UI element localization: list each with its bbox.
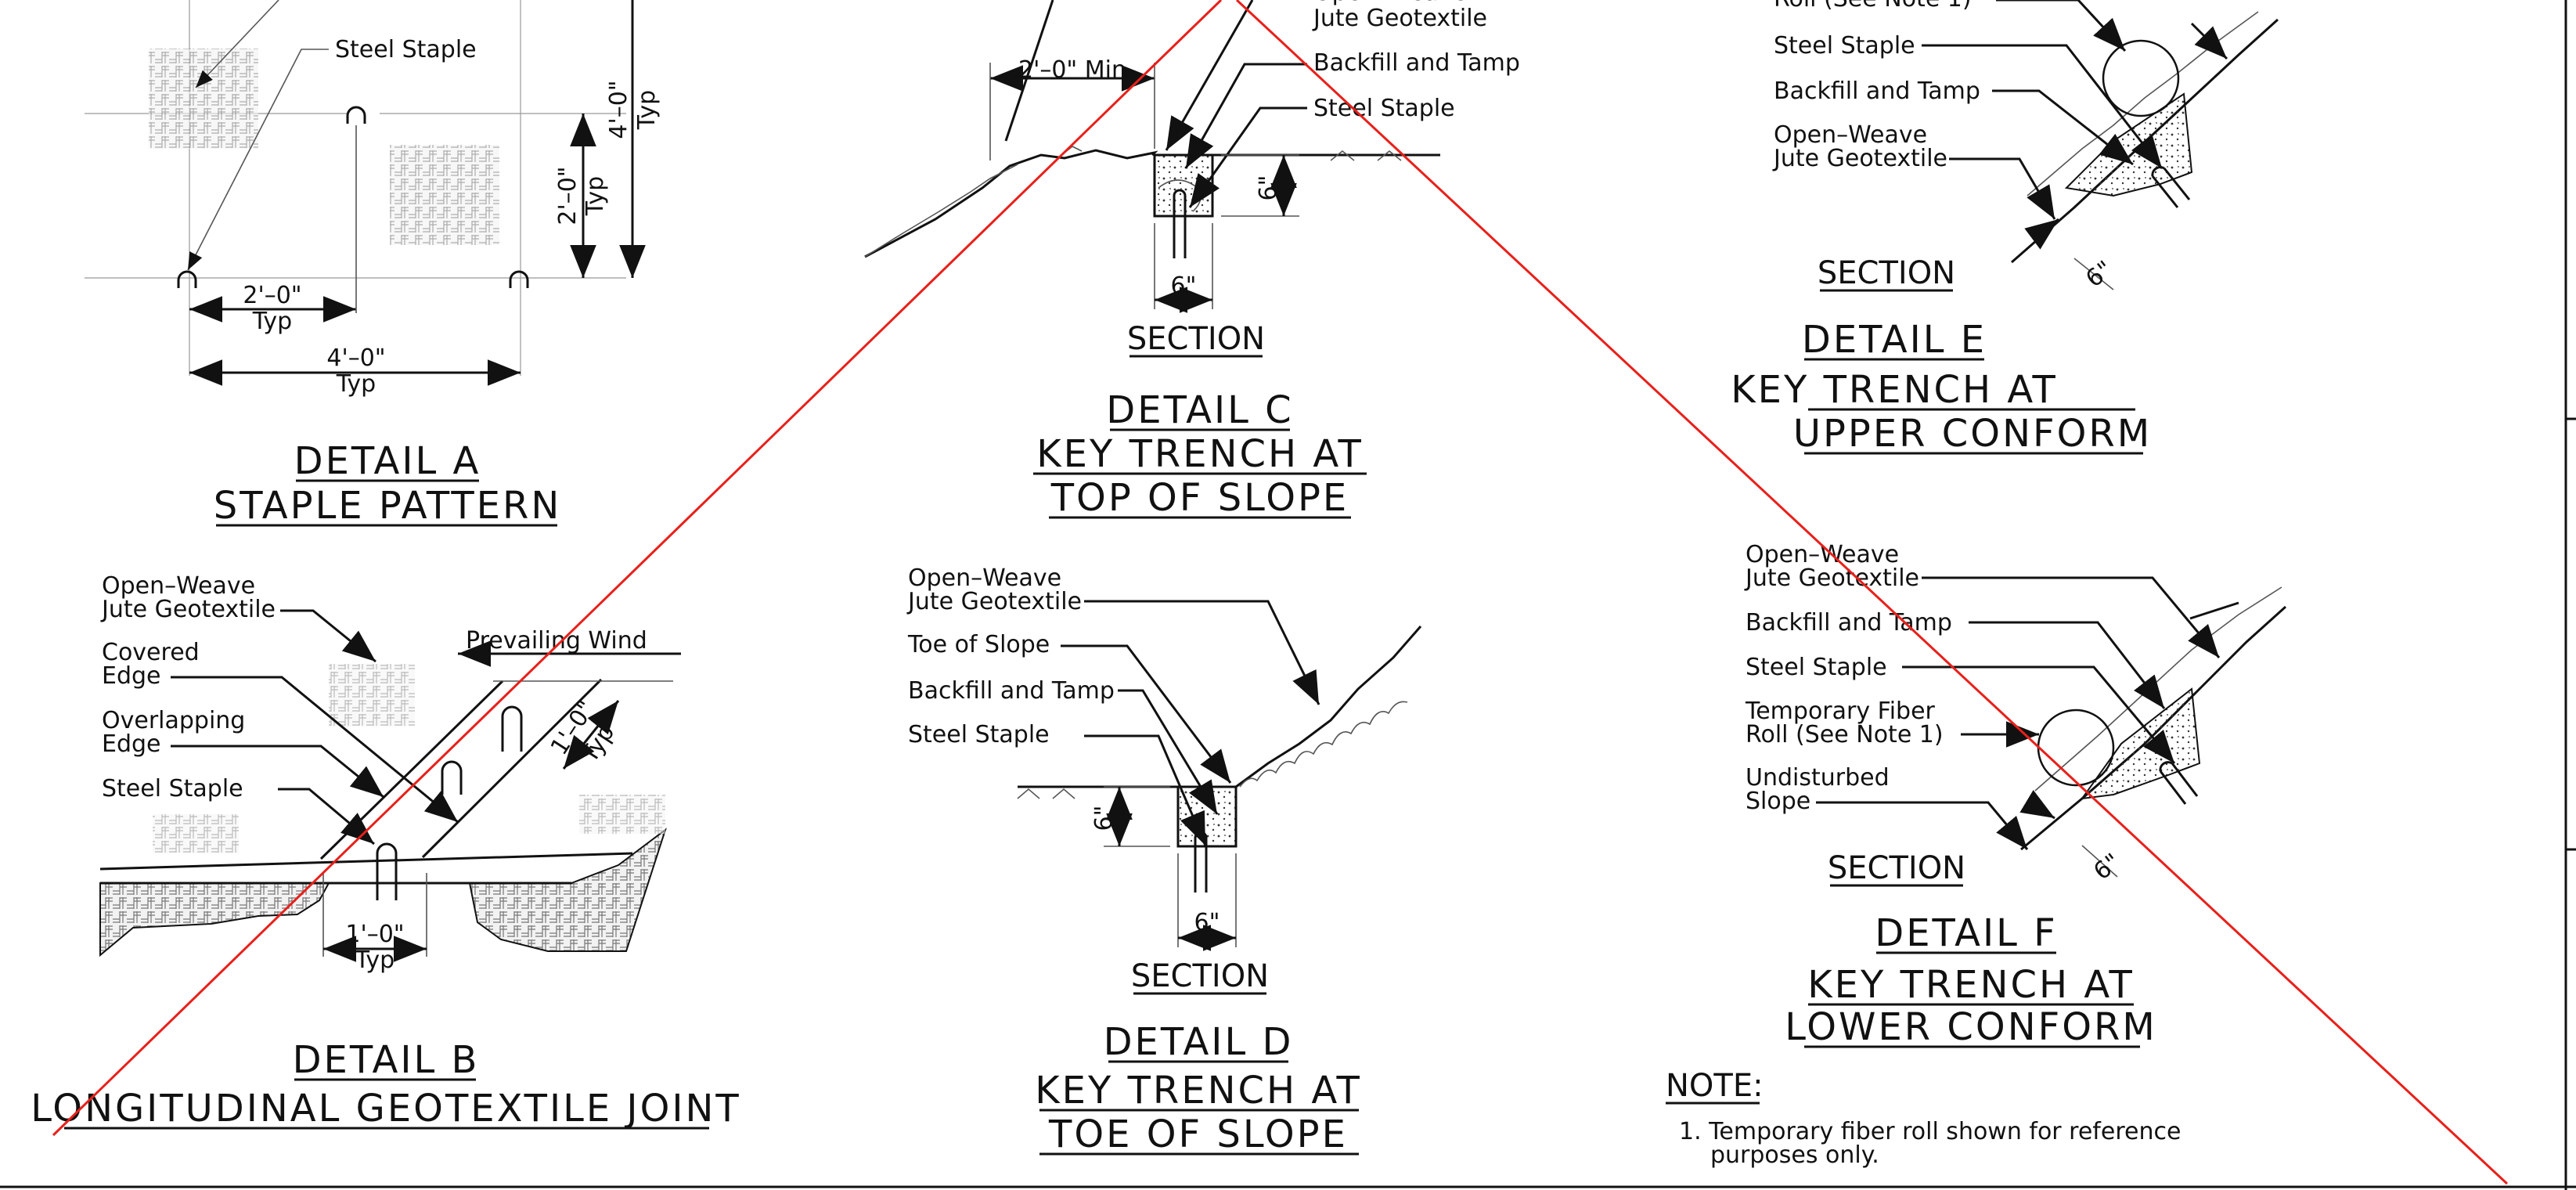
detail-c-title: DETAIL C bbox=[1106, 388, 1293, 432]
detail-b-overlap-callout-2: Edge bbox=[102, 730, 161, 758]
detail-f: Open–Weave Jute Geotextile Backfill and … bbox=[1744, 541, 2287, 1049]
detail-c-subtitle-1: KEY TRENCH AT bbox=[1036, 432, 1364, 476]
detail-d-toe-callout: Toe of Slope bbox=[907, 631, 1050, 658]
trench-backfill bbox=[2080, 687, 2201, 800]
detail-f-slope-callout-2: Slope bbox=[1746, 788, 1810, 815]
detail-f-staple-callout: Steel Staple bbox=[1746, 654, 1887, 681]
detail-e-section-label: SECTION bbox=[1818, 255, 1955, 291]
detail-b-title: DETAIL B bbox=[293, 1038, 480, 1082]
detail-a-dim-2ft: 2'–0" bbox=[243, 282, 301, 309]
detail-d-section-label: SECTION bbox=[1131, 958, 1269, 994]
detail-e-backfill-callout: Backfill and Tamp bbox=[1774, 78, 1980, 105]
detail-f-title: DETAIL F bbox=[1875, 911, 2057, 955]
detail-e-jute-callout-2: Jute Geotextile bbox=[1772, 145, 1947, 172]
detail-d-subtitle-1: KEY TRENCH AT bbox=[1035, 1069, 1362, 1112]
detail-c-dim-width: 6" bbox=[1171, 272, 1197, 300]
detail-a-dim-vert-2ft: 2'–0" bbox=[554, 166, 582, 225]
detail-f-jute-callout-2: Jute Geotextile bbox=[1744, 564, 1919, 592]
detail-e-title: DETAIL E bbox=[1802, 318, 1987, 362]
detail-d-subtitle-2: TOE OF SLOPE bbox=[1048, 1112, 1348, 1156]
detail-b-covered-callout-2: Edge bbox=[102, 662, 161, 690]
staple-icon bbox=[1173, 189, 1187, 258]
detail-a-dim-vert-4ft-typ: Typ bbox=[633, 90, 661, 130]
detail-a-subtitle: STAPLE PATTERN bbox=[214, 484, 562, 528]
detail-a-dim-4ft-typ: Typ bbox=[336, 370, 376, 398]
detail-f-roll-callout-1: Temporary Fiber bbox=[1745, 698, 1936, 725]
detail-a: Steel Staple 2'–0" Typ 4'–0" Typ 2'–0" T… bbox=[85, 0, 661, 528]
staple-icon bbox=[177, 106, 529, 288]
detail-e-subtitle-1: KEY TRENCH AT bbox=[1731, 368, 2058, 412]
detail-b-staple-callout: Steel Staple bbox=[102, 775, 243, 802]
detail-a-dim-2ft-typ: Typ bbox=[252, 308, 292, 335]
detail-f-backfill-callout: Backfill and Tamp bbox=[1746, 609, 1952, 636]
detail-f-subtitle-1: KEY TRENCH AT bbox=[1807, 963, 2135, 1007]
detail-c-section-label: SECTION bbox=[1127, 321, 1265, 357]
detail-b-wind-callout: Prevailing Wind bbox=[466, 627, 647, 654]
detail-b-dim-staple: 1'–0" bbox=[345, 921, 404, 948]
notes-heading: NOTE: bbox=[1666, 1068, 1764, 1104]
fiber-roll-icon bbox=[2037, 709, 2115, 787]
detail-d-jute-callout-2: Jute Geotextile bbox=[906, 588, 1082, 615]
detail-c-dim-depth: 6" bbox=[1255, 175, 1282, 201]
void-cross-lines bbox=[52, 0, 2509, 1185]
notes: NOTE: 1. Temporary fiber roll shown for … bbox=[1666, 1068, 2181, 1169]
detail-a-dim-vert-2ft-typ: Typ bbox=[582, 176, 609, 216]
detail-a-dim-vert-4ft: 4'–0" bbox=[605, 80, 632, 139]
detail-c-backfill-callout: Backfill and Tamp bbox=[1313, 49, 1520, 77]
geotextile-swatch-icon bbox=[149, 49, 499, 245]
detail-d: Open–Weave Jute Geotextile Toe of Slope … bbox=[906, 564, 1422, 1156]
note-1-line-1: 1. Temporary fiber roll shown for refere… bbox=[1679, 1118, 2181, 1145]
detail-b: Open–Weave Jute Geotextile Covered Edge … bbox=[31, 572, 741, 1130]
detail-b-subtitle: LONGITUDINAL GEOTEXTILE JOINT bbox=[31, 1087, 741, 1130]
detail-e-staple-callout: Steel Staple bbox=[1774, 32, 1915, 60]
detail-e: Roll (See Note 1) Steel Staple Backfill … bbox=[1731, 0, 2279, 456]
detail-f-section-label: SECTION bbox=[1828, 850, 1965, 886]
detail-c-dim-min: 2'–0" Min bbox=[1018, 56, 1126, 84]
detail-a-dim-4ft: 4'–0" bbox=[326, 344, 385, 372]
detail-d-dim-width: 6" bbox=[1194, 909, 1220, 936]
detail-c-jute-callout-1: Open–Weave bbox=[1313, 0, 1467, 6]
detail-b-jute-callout-1: Open–Weave bbox=[102, 572, 255, 600]
detail-f-subtitle-2: LOWER CONFORM bbox=[1785, 1005, 2157, 1049]
staple-icon bbox=[376, 705, 523, 900]
note-1-line-2: purposes only. bbox=[1710, 1141, 1879, 1169]
detail-c: 2'–0" Min Open–Weave Jute Geotextile Bac… bbox=[864, 0, 1520, 520]
detail-e-dim-depth: 6" bbox=[2081, 256, 2117, 294]
detail-e-jute-callout-1: Open–Weave bbox=[1774, 121, 1927, 149]
detail-c-staple-callout: Steel Staple bbox=[1313, 95, 1455, 122]
staple-icon bbox=[2151, 166, 2191, 208]
detail-d-backfill-callout: Backfill and Tamp bbox=[908, 677, 1115, 705]
fiber-roll-icon bbox=[2102, 39, 2180, 117]
detail-a-staple-callout: Steel Staple bbox=[335, 36, 477, 63]
detail-c-subtitle-2: TOP OF SLOPE bbox=[1050, 476, 1349, 520]
trench-backfill bbox=[1153, 153, 1214, 218]
detail-f-dim-depth: 6" bbox=[2088, 849, 2125, 886]
detail-d-staple-callout: Steel Staple bbox=[908, 721, 1050, 748]
detail-d-dim-depth: 6" bbox=[1090, 806, 1118, 831]
detail-f-roll-callout-2: Roll (See Note 1) bbox=[1746, 721, 1944, 748]
detail-c-jute-callout-2: Jute Geotextile bbox=[1312, 5, 1487, 32]
detail-b-dim-staple-typ: Typ bbox=[355, 947, 395, 974]
detail-b-overlap-callout-1: Overlapping bbox=[102, 707, 245, 734]
detail-b-covered-callout-1: Covered bbox=[102, 639, 200, 666]
detail-f-slope-callout-1: Undisturbed bbox=[1746, 764, 1890, 792]
detail-e-subtitle-2: UPPER CONFORM bbox=[1793, 412, 2152, 456]
detail-d-jute-callout-1: Open–Weave bbox=[908, 564, 1061, 592]
detail-e-roll-callout: Roll (See Note 1) bbox=[1774, 0, 1972, 13]
detail-a-title: DETAIL A bbox=[294, 439, 481, 483]
detail-b-jute-callout-2: Jute Geotextile bbox=[100, 596, 276, 623]
detail-d-title: DETAIL D bbox=[1104, 1020, 1294, 1064]
